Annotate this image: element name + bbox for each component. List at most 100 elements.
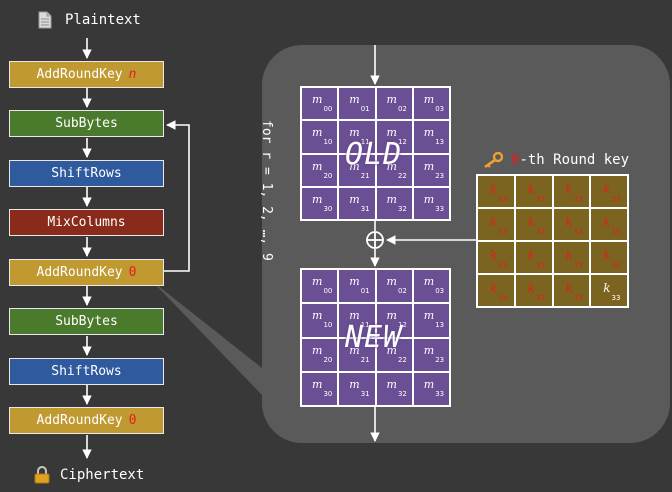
new-state-cell: m11 [338,303,376,338]
state-byte: m01 [349,93,370,114]
old-state-cell: m00 [301,87,339,121]
new-state-cell: m01 [338,269,376,304]
state-byte: m00 [312,275,333,296]
ciphertext-label: Ciphertext [60,467,145,483]
key-byte: k33 [603,215,621,237]
new-state-cell: m23 [412,337,450,372]
round-key-cell: k33 [514,175,553,208]
state-byte: m33 [423,192,445,213]
state-byte: m02 [386,275,407,296]
round-key-cell: k33 [590,175,628,208]
new-state-cell: m02 [375,269,413,304]
step-label: SubBytes [55,116,118,131]
shiftrows-step: ShiftRows [9,160,164,187]
round-key-title: -th Round key [519,152,630,168]
round-key-cell: k33 [552,208,591,241]
old-state-cell: m11 [338,120,376,154]
state-byte: m22 [386,343,407,364]
new-state-cell: m03 [412,269,450,304]
round-key-cell: k33 [477,241,515,274]
xor-icon [366,231,384,249]
panel-arrows [370,45,476,442]
state-byte: m12 [386,126,407,147]
document-icon [38,11,52,29]
round-key-cell: k33 [514,241,553,274]
state-byte: m00 [312,93,333,114]
state-byte: m12 [386,309,407,330]
subbytes-step: SubBytes [9,110,164,137]
round-key-cell: k33 [514,208,553,241]
key-byte: k33 [527,248,545,270]
old-state-cell: m01 [338,87,376,121]
round-key-index: 0 [511,152,520,168]
old-state-cell: m13 [412,120,450,154]
state-byte: m11 [349,309,370,330]
new-state-cell: m13 [412,303,450,338]
step-label: AddRoundKey [36,413,123,428]
round-key-cell: k33 [590,274,628,307]
state-byte: m10 [312,309,333,330]
key-byte: k33 [565,248,583,270]
key-byte: k33 [603,281,621,303]
round-key-header: 0 -th Round key [483,150,629,170]
state-byte: m01 [349,275,370,296]
round-key-cell: k33 [590,208,628,241]
key-byte: k33 [603,248,621,270]
key-byte: k33 [490,248,508,270]
round-key-cell: k33 [477,274,515,307]
new-state-cell: m00 [301,269,339,304]
state-byte: m33 [423,377,445,398]
new-state-cell: m12 [375,303,413,338]
new-state-cell: m21 [338,337,376,372]
loop-back-arrow [164,120,190,272]
state-byte: m23 [423,159,445,180]
state-byte: m13 [423,309,445,330]
round-key-cell: k33 [590,241,628,274]
old-state-cell: m12 [375,120,413,154]
old-state-cell: m02 [375,87,413,121]
state-byte: m20 [312,343,333,364]
new-state-cell: m30 [301,371,339,406]
key-byte: k33 [490,281,508,303]
new-state-cell: m33 [412,371,450,406]
key-byte: k33 [527,182,545,204]
key-icon [484,152,503,168]
round-key-cell: k33 [552,241,591,274]
old-state-cell: m20 [301,153,339,187]
state-byte: m03 [423,93,445,114]
old-state-cell: m10 [301,120,339,154]
key-byte: k33 [527,281,545,303]
loop-condition-label: for r = 1, 2, …, 9 [259,120,274,261]
state-byte: m13 [423,126,445,147]
new-state-cell: m32 [375,371,413,406]
state-byte: m11 [349,126,370,147]
state-byte: m10 [312,126,333,147]
key-byte: k33 [527,215,545,237]
plaintext-label: Plaintext [65,12,141,28]
round-key-index: 0 [128,413,137,428]
old-state-cell: m22 [375,153,413,187]
key-byte: k33 [565,182,583,204]
round-key-cell: k33 [477,175,515,208]
shiftrows-step-final: ShiftRows [9,358,164,385]
add-round-key-n-step: AddRoundKey n [9,61,164,88]
new-state-cell: m10 [301,303,339,338]
state-byte: m21 [349,159,370,180]
ciphertext-row: Ciphertext [34,464,144,486]
key-byte: k33 [490,182,508,204]
state-byte: m31 [349,192,370,213]
step-label: ShiftRows [51,166,122,181]
state-byte: m32 [386,377,407,398]
old-state-cell: m32 [375,186,413,220]
round-key-index: 0 [128,265,137,280]
state-byte: m30 [312,192,333,213]
new-state-cell: m22 [375,337,413,372]
key-byte: k33 [565,281,583,303]
step-label: AddRoundKey [36,67,123,82]
old-state-cell: m03 [412,87,450,121]
state-byte: m22 [386,159,407,180]
new-state-cell: m20 [301,337,339,372]
